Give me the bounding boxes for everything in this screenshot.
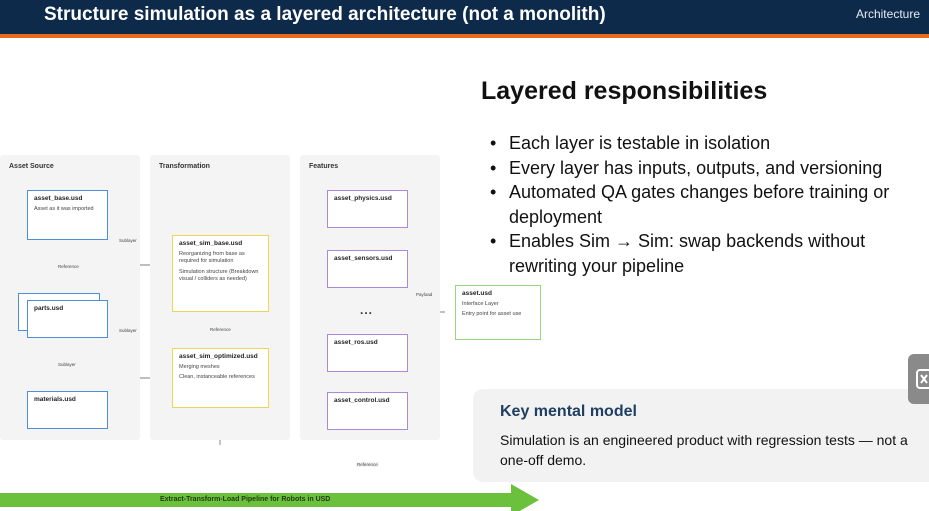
panel-toggle-icon bbox=[916, 369, 929, 389]
label-sublayer: Sublayer bbox=[57, 362, 77, 367]
node-asset-sim-optimized: asset_sim_optimized.usd Merging meshes C… bbox=[172, 348, 269, 408]
bullet-item: Enables Sim → Sim: swap backends without… bbox=[490, 229, 929, 278]
node-desc-secondary: Entry point for asset use bbox=[462, 311, 522, 318]
node-asset-physics: asset_physics.usd bbox=[327, 190, 408, 228]
label-reference: Reference bbox=[356, 462, 379, 467]
label-sublayer: Sublayer bbox=[118, 238, 138, 243]
node-desc: Reorganizing from base as required for s… bbox=[179, 251, 245, 265]
node-materials: materials.usd bbox=[27, 391, 108, 429]
label-reference: Reference bbox=[57, 264, 80, 269]
node-parts: parts.usd bbox=[27, 300, 108, 338]
etl-pipeline-label: Extract-Transform-Load Pipeline for Robo… bbox=[160, 496, 331, 503]
node-title: materials.usd bbox=[34, 396, 76, 403]
bullet-item: Automated QA gates changes before traini… bbox=[490, 180, 929, 229]
node-title: asset_ros.usd bbox=[334, 339, 378, 346]
node-title: asset_sim_optimized.usd bbox=[179, 353, 258, 360]
label-payload: Payload bbox=[415, 292, 434, 297]
node-desc-secondary: Simulation structure (Breakdown visual /… bbox=[179, 268, 259, 283]
responsibilities-heading: Layered responsibilities bbox=[481, 77, 768, 105]
node-desc: Merging meshes bbox=[179, 364, 220, 370]
node-title: asset_sensors.usd bbox=[334, 255, 393, 262]
column-title-asset-source: Asset Source bbox=[9, 163, 54, 170]
callout-body: Simulation is an engineered product with… bbox=[500, 432, 908, 468]
node-title: asset.usd bbox=[462, 290, 492, 297]
slide-title: Structure simulation as a layered archit… bbox=[44, 4, 606, 25]
node-desc: Interface Layer bbox=[462, 301, 499, 307]
etl-pipeline-arrowhead bbox=[511, 484, 539, 511]
responsibilities-list: Each layer is testable in isolation Ever… bbox=[490, 131, 929, 278]
node-title: asset_base.usd bbox=[34, 195, 83, 202]
side-panel-toggle-button[interactable] bbox=[908, 354, 929, 404]
node-desc: Asset as it was imported bbox=[34, 206, 94, 212]
node-title: asset_sim_base.usd bbox=[179, 240, 243, 247]
column-title-transformation: Transformation bbox=[159, 163, 210, 170]
node-asset-control: asset_control.usd bbox=[327, 392, 408, 430]
section-tag: Architecture bbox=[855, 7, 920, 21]
header-bar bbox=[0, 0, 929, 34]
callout-title: Key mental model bbox=[500, 403, 637, 420]
node-asset-ros: asset_ros.usd bbox=[327, 334, 408, 372]
label-reference: Reference bbox=[209, 327, 232, 332]
architecture-diagram: Asset Source Transformation Features ass… bbox=[0, 150, 541, 467]
header-accent-line bbox=[0, 34, 929, 38]
bullet-item: Each layer is testable in isolation bbox=[490, 131, 929, 156]
etl-pipeline-bar bbox=[0, 493, 512, 507]
features-ellipsis: ... bbox=[360, 303, 374, 317]
key-model-callout bbox=[473, 389, 929, 482]
label-sublayer: Sublayer bbox=[118, 328, 138, 333]
node-asset-base: asset_base.usd Asset as it was imported bbox=[27, 190, 108, 240]
node-asset-sensors: asset_sensors.usd bbox=[327, 250, 408, 288]
node-title: asset_physics.usd bbox=[334, 195, 392, 202]
node-asset-interface: asset.usd Interface Layer Entry point fo… bbox=[455, 285, 541, 340]
node-title: parts.usd bbox=[34, 305, 64, 312]
column-title-features: Features bbox=[309, 163, 339, 170]
node-desc-secondary: Clean, instanceable references bbox=[179, 374, 255, 381]
bullet-item: Every layer has inputs, outputs, and ver… bbox=[490, 156, 929, 181]
node-asset-sim-base: asset_sim_base.usd Reorganizing from bas… bbox=[172, 235, 269, 312]
node-title: asset_control.usd bbox=[334, 397, 390, 404]
